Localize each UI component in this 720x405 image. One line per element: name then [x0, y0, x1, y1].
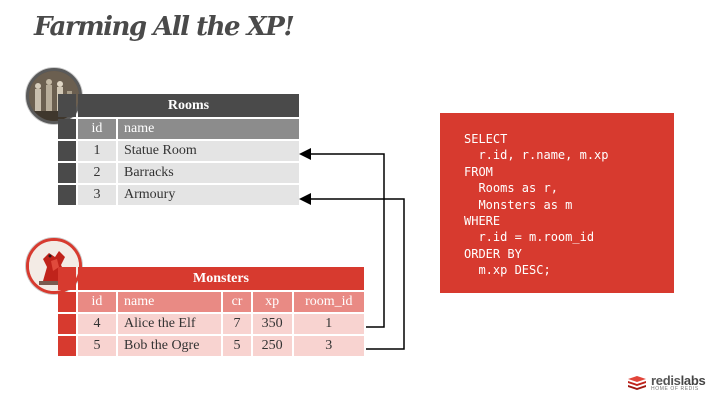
table-row: 1 Statue Room	[58, 141, 299, 161]
monsters-cell-id: 5	[78, 336, 116, 356]
rooms-col-name: name	[118, 119, 299, 139]
rooms-cell-name: Barracks	[118, 163, 299, 183]
rooms-cell-name: Armoury	[118, 185, 299, 205]
monsters-cell-id: 4	[78, 314, 116, 334]
rooms-col-id: id	[78, 119, 116, 139]
join-arrow-room-1	[299, 148, 385, 328]
monsters-cell-room-id: 1	[293, 314, 364, 334]
table-row: 3 Armoury	[58, 185, 299, 205]
rooms-table: Rooms id name 1 Statue Room 2 Barracks 3…	[56, 92, 301, 207]
rooms-title: Rooms	[78, 94, 299, 117]
logo-tagline: HOME OF REDIS	[651, 386, 699, 392]
monsters-col-id: id	[78, 292, 116, 312]
redis-cube-icon	[628, 376, 646, 390]
monsters-cell-xp: 250	[252, 336, 292, 356]
monsters-cell-name: Bob the Ogre	[118, 336, 222, 356]
monsters-cell-cr: 5	[223, 336, 251, 356]
monsters-cell-name: Alice the Elf	[118, 314, 222, 334]
monsters-table: Monsters id name cr xp room_id 4 Alice t…	[56, 265, 366, 358]
monsters-avatar	[26, 238, 82, 294]
monsters-title: Monsters	[78, 267, 364, 290]
sql-query-box: SELECT r.id, r.name, m.xp FROM Rooms as …	[440, 113, 674, 293]
slide-title: Farming All the XP!	[34, 12, 295, 42]
monsters-cell-room-id: 3	[293, 336, 364, 356]
monsters-col-xp: xp	[252, 292, 292, 312]
monsters-gutter	[58, 267, 76, 290]
logo-name-a: redis	[651, 373, 681, 388]
rooms-cell-id: 2	[78, 163, 116, 183]
rooms-gutter	[58, 94, 76, 117]
redislabs-logo: redislabs HOME OF REDIS	[627, 373, 706, 392]
sql-query: SELECT r.id, r.name, m.xp FROM Rooms as …	[464, 132, 609, 278]
monsters-cell-xp: 350	[252, 314, 292, 334]
table-row: 2 Barracks	[58, 163, 299, 183]
join-arrow-room-3	[299, 193, 405, 350]
logo-name-b: labs	[680, 373, 706, 388]
rooms-cell-name: Statue Room	[118, 141, 299, 161]
monsters-col-name: name	[118, 292, 222, 312]
table-row: 4 Alice the Elf 7 350 1	[58, 314, 364, 334]
rooms-cell-id: 3	[78, 185, 116, 205]
table-row: 5 Bob the Ogre 5 250 3	[58, 336, 364, 356]
rooms-cell-id: 1	[78, 141, 116, 161]
monsters-col-room-id: room_id	[293, 292, 364, 312]
monsters-cell-cr: 7	[223, 314, 251, 334]
monsters-col-cr: cr	[223, 292, 251, 312]
